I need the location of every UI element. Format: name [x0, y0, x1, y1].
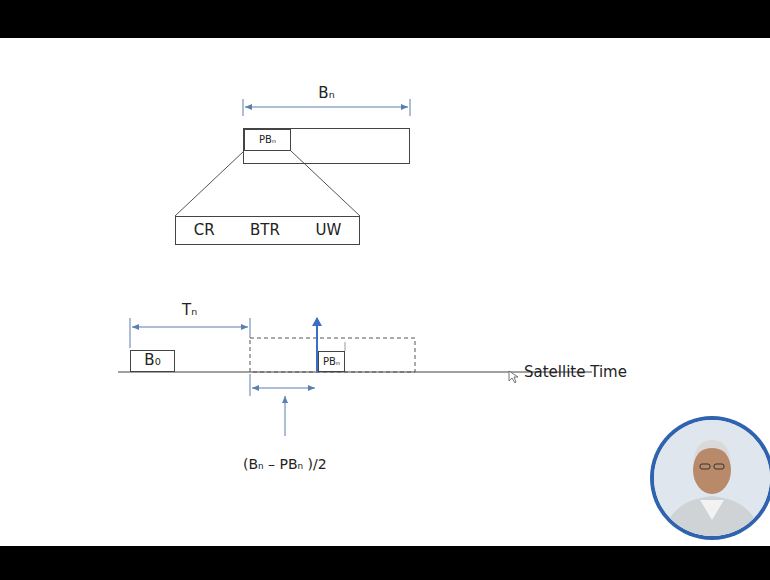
preamble-detail-box: CR BTR UW [175, 216, 360, 245]
leader-arrow [285, 396, 286, 436]
box-text: BTR [250, 222, 280, 239]
presenter-portrait [650, 416, 770, 540]
bottom-bar [0, 546, 770, 580]
burst-box: BₙPBₙ [243, 128, 410, 164]
box-text: B₀ [144, 352, 160, 369]
mouse-cursor [509, 371, 518, 383]
dimension-half [250, 374, 315, 396]
reference-burst-box: B₀ [130, 350, 175, 372]
preamble-box: PBₙ [244, 129, 291, 151]
dashed-window [250, 338, 415, 372]
box-text: PBₙ [323, 356, 340, 368]
preamble-box: PBₙ [318, 351, 345, 372]
box-text: PBₙ [259, 134, 276, 146]
box-text: CR [194, 222, 215, 239]
top-bar [0, 0, 770, 38]
dimension-label: (Bₙ – PBₙ )/2 [243, 456, 327, 472]
dimension-tn [130, 318, 250, 348]
box-text: UW [315, 222, 341, 239]
dimension-label: Bₙ [244, 85, 409, 102]
tick [345, 342, 346, 351]
expansion-lines [175, 151, 360, 216]
axis-label: Satellite Time [524, 364, 627, 381]
dimension-label: Tₙ [182, 302, 197, 319]
